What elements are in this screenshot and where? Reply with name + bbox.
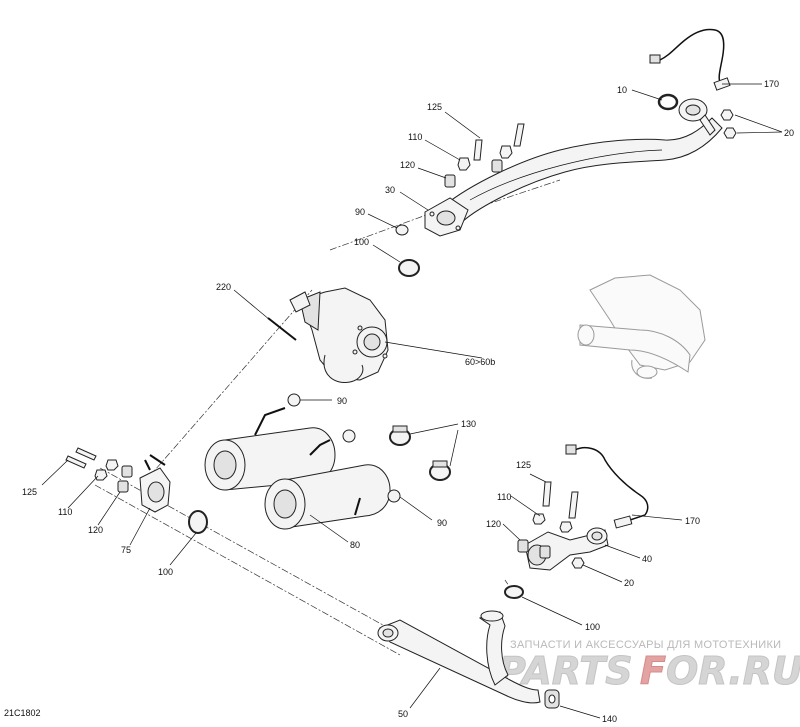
callout-20-right: 20	[624, 578, 634, 588]
lower-pipe	[377, 610, 541, 704]
callout-120-right: 120	[486, 519, 501, 529]
flange-top	[424, 197, 469, 237]
gasket-thin	[267, 317, 297, 341]
watermark-logo: PARTS F OR.RU	[498, 649, 800, 694]
callout-10: 10	[617, 85, 627, 95]
callout-110-top: 110	[408, 132, 422, 142]
ghost-assembly	[577, 274, 706, 379]
callout-80: 80	[350, 540, 360, 550]
diagram-code: 21C1802	[4, 708, 41, 718]
nuts-110-top	[457, 145, 513, 171]
svg-text:OR.RU: OR.RU	[666, 649, 800, 693]
mufflers	[204, 407, 391, 530]
springs-right	[517, 539, 551, 559]
springs-top	[444, 159, 503, 188]
callout-140: 140	[602, 714, 617, 724]
callout-50: 50	[398, 709, 408, 719]
callout-90-low: 90	[437, 518, 447, 528]
o-ring-top	[657, 93, 679, 111]
header-pipe-top	[444, 98, 723, 223]
callout-110-left: 110	[58, 507, 72, 517]
gasket-right	[504, 585, 524, 599]
callout-170-right: 170	[685, 516, 700, 526]
clamps	[389, 425, 451, 481]
nuts-right-20	[571, 557, 585, 569]
watermark-tagline: ЗАПЧАСТИ И АКСЕССУАРЫ ДЛЯ МОТОТЕХНИКИ	[510, 639, 781, 651]
spacer-top	[395, 224, 409, 236]
callout-100-top: 100	[354, 237, 369, 247]
callout-75: 75	[121, 545, 131, 555]
leader-lines	[41, 83, 783, 719]
catalytic-converter	[289, 287, 389, 384]
callout-30: 30	[385, 185, 395, 195]
callout-100-left: 100	[158, 567, 173, 577]
callout-125-top: 125	[427, 102, 442, 112]
callout-125-left: 125	[22, 487, 37, 497]
header-pipe-right	[524, 527, 609, 571]
callout-40: 40	[642, 554, 652, 564]
oxygen-sensor-right	[565, 444, 649, 529]
callout-90-mid: 90	[337, 396, 347, 406]
callout-130: 130	[461, 419, 476, 429]
spacers-mid	[287, 393, 401, 503]
callout-20-top: 20	[784, 128, 794, 138]
studs-top	[473, 123, 525, 161]
gasket-left	[188, 510, 208, 534]
flange-left	[139, 454, 171, 513]
studs-right	[542, 481, 579, 519]
springs-left	[117, 465, 133, 493]
callout-100-right: 100	[585, 622, 600, 632]
oxygen-sensor-top	[649, 28, 731, 91]
callout-170-top: 170	[764, 79, 779, 89]
svg-text:F: F	[640, 649, 666, 693]
callout-labels: 170 10 20 125 110 120 30 90 100 220 60>6…	[4, 79, 794, 724]
callout-125-right: 125	[516, 460, 531, 470]
gasket-top	[398, 259, 420, 277]
callout-60: 60>60b	[465, 357, 495, 367]
callout-120-top: 120	[400, 160, 415, 170]
nuts-left	[94, 459, 119, 481]
nuts-top	[720, 109, 737, 139]
callout-90-top: 90	[355, 207, 365, 217]
studs-left	[65, 447, 97, 469]
callout-220: 220	[216, 282, 231, 292]
bracket-140	[544, 689, 560, 709]
callout-110-right: 110	[497, 492, 511, 502]
callout-120-left: 120	[88, 525, 103, 535]
assembly-lines	[94, 179, 561, 656]
watermark: ЗАПЧАСТИ И АКСЕССУАРЫ ДЛЯ МОТОТЕХНИКИ PA…	[498, 639, 800, 694]
nuts-right	[532, 513, 573, 533]
